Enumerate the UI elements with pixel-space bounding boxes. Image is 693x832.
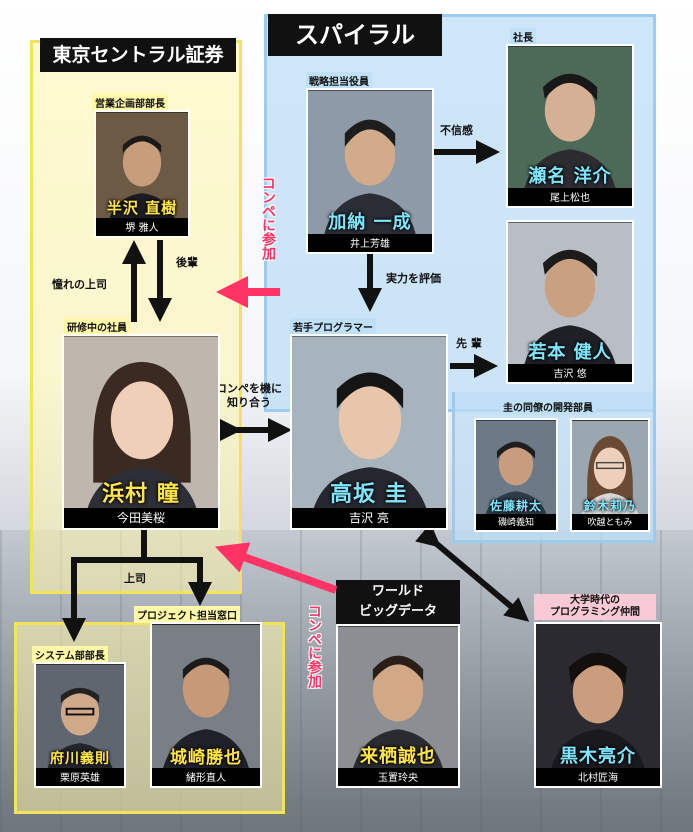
card-suzuki[interactable]: 鈴木莉乃 吹越ともみ bbox=[570, 418, 650, 532]
card-kuroki[interactable]: 黒木亮介 北村匠海 bbox=[534, 622, 662, 788]
name-fukawa: 府川義則 bbox=[50, 751, 110, 767]
name-shirosaki: 城崎勝也 bbox=[170, 748, 242, 768]
card-hamamura[interactable]: 浜村 瞳 今田美桜 bbox=[62, 334, 220, 530]
portrait-hamamura bbox=[64, 336, 218, 528]
actor-kano: 井上芳雄 bbox=[308, 234, 432, 252]
label-met-at-compe: コンペを機に 知り合う bbox=[216, 382, 282, 409]
card-sato[interactable]: 佐藤耕太 磯崎義知 bbox=[474, 418, 558, 532]
role-sena: 社長 bbox=[510, 28, 536, 45]
role-hamamura: 研修中の社員 bbox=[64, 318, 130, 335]
portrait-sato bbox=[476, 420, 556, 530]
name-kuroki: 黒木亮介 bbox=[560, 746, 636, 767]
card-kano[interactable]: 加納 一成 井上芳雄 bbox=[306, 88, 434, 254]
spiral-title: スパイラル bbox=[268, 14, 442, 56]
card-takasaka[interactable]: 高坂 圭 吉沢 亮 bbox=[290, 334, 448, 530]
label-admired-boss: 憧れの上司 bbox=[52, 278, 107, 291]
actor-fukawa: 栗原英雄 bbox=[36, 768, 124, 786]
label-distrust: 不信感 bbox=[440, 124, 473, 137]
label-evaluate: 実力を評価 bbox=[386, 272, 441, 285]
arrow-boss-fukawa bbox=[62, 530, 147, 642]
label-boss: 上司 bbox=[124, 572, 146, 585]
card-hanzawa[interactable]: 半沢 直樹 堺 雅人 bbox=[94, 110, 190, 238]
actor-hanzawa: 堺 雅人 bbox=[96, 218, 188, 236]
actor-takasaka: 吉沢 亮 bbox=[292, 508, 446, 528]
dev-group-label: 圭の同僚の開発部員 bbox=[500, 398, 596, 415]
actor-kuroki: 北村匠海 bbox=[536, 768, 660, 786]
actor-suzuki: 吹越ともみ bbox=[572, 514, 648, 530]
actor-hamamura: 今田美桜 bbox=[64, 508, 218, 528]
card-kurusu[interactable]: 来栖誠也 玉置玲央 bbox=[336, 624, 460, 788]
name-takasaka: 高坂 圭 bbox=[330, 482, 408, 507]
role-hanzawa: 営業企画部部長 bbox=[92, 94, 168, 111]
card-wakamoto[interactable]: 若本 健人 吉沢 悠 bbox=[506, 220, 634, 384]
name-wakamoto: 若本 健人 bbox=[528, 342, 612, 363]
arrow-college-friend bbox=[415, 523, 530, 622]
tokyo-central-title: 東京セントラル証券 bbox=[40, 38, 236, 72]
card-fukawa[interactable]: 府川義則 栗原英雄 bbox=[34, 662, 126, 788]
portrait-kano bbox=[308, 90, 432, 252]
label-senior: 先 輩 bbox=[456, 337, 482, 350]
name-hanzawa: 半沢 直樹 bbox=[106, 199, 178, 217]
portrait-kuroki bbox=[536, 624, 660, 786]
role-kano: 戦略担当役員 bbox=[306, 72, 372, 89]
name-suzuki: 鈴木莉乃 bbox=[583, 499, 636, 513]
name-hamamura: 浜村 瞳 bbox=[102, 482, 180, 507]
role-kuroki: 大学時代の プログラミング仲間 bbox=[534, 594, 656, 620]
actor-shirosaki: 緒形直人 bbox=[152, 768, 260, 786]
label-compe-spiral: コンペに参加 bbox=[260, 176, 276, 260]
card-sena[interactable]: 瀬名 洋介 尾上松也 bbox=[506, 44, 634, 208]
name-kano: 加納 一成 bbox=[328, 212, 412, 233]
actor-sato: 磯崎義知 bbox=[476, 514, 556, 530]
name-sena: 瀬名 洋介 bbox=[528, 166, 612, 187]
label-compe-world: コンペに参加 bbox=[306, 604, 322, 688]
actor-kurusu: 玉置玲央 bbox=[338, 768, 458, 786]
role-fukawa: システム部部長 bbox=[32, 646, 108, 663]
name-kurusu: 来栖誠也 bbox=[360, 746, 436, 767]
role-shirosaki: プロジェクト担当窓口 bbox=[134, 606, 240, 623]
name-sato: 佐藤耕太 bbox=[489, 499, 542, 513]
label-junior: 後輩 bbox=[176, 256, 198, 269]
actor-wakamoto: 吉沢 悠 bbox=[508, 364, 632, 382]
arrow-boss-shirosaki bbox=[144, 557, 212, 606]
arrow-compe-world bbox=[214, 542, 338, 594]
role-takasaka: 若手プログラマー bbox=[290, 318, 376, 335]
actor-sena: 尾上松也 bbox=[508, 188, 632, 206]
card-shirosaki[interactable]: 城崎勝也 緒形直人 bbox=[150, 622, 262, 788]
